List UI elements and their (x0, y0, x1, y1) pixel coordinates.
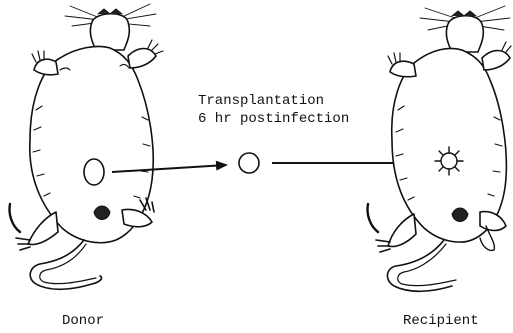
donor-graft-site (84, 159, 104, 185)
recipient-label: Recipient (403, 312, 479, 330)
skin-graft-circle-icon (239, 153, 259, 173)
rat-donor-icon (9, 4, 163, 289)
healed-graft-icon (435, 147, 463, 175)
transplantation-label: Transplantation (198, 92, 349, 110)
transplantation-caption: Transplantation 6 hr postinfection (198, 92, 349, 128)
rat-recipient-icon (367, 6, 511, 291)
postinfection-time-label: 6 hr postinfection (198, 110, 349, 128)
donor-label: Donor (62, 312, 104, 330)
